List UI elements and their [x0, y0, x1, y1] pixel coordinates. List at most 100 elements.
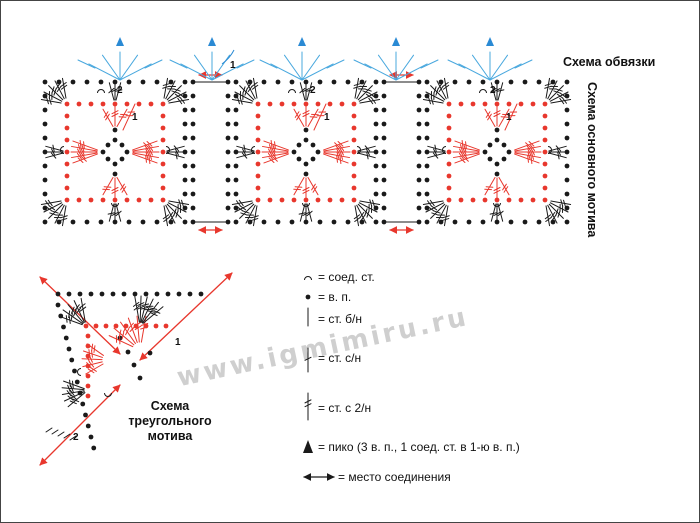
- stitch-bar: [559, 92, 566, 98]
- inner-chain-dot: [446, 113, 452, 119]
- stitch-bar: [462, 156, 469, 162]
- stitch-stem: [550, 200, 572, 206]
- stitch-bar: [53, 88, 57, 96]
- stitch-stem: [231, 98, 253, 104]
- outer-chain-dot: [233, 121, 239, 127]
- red-double-crochet: [81, 355, 103, 363]
- stitch-bar: [239, 97, 243, 105]
- outer-chain-dot: [154, 79, 160, 85]
- inner-chain-dot: [255, 197, 261, 203]
- outer-chain-dot: [564, 121, 570, 127]
- inner-chain-dot: [124, 101, 130, 107]
- red-double-crochet: [111, 105, 119, 127]
- stitch-stem: [167, 202, 187, 213]
- stitch-stem: [166, 203, 182, 219]
- stitch-bar: [46, 206, 53, 212]
- link-chain-dot: [381, 121, 387, 127]
- stitch-bar: [544, 214, 552, 220]
- black-double-crochet: [442, 77, 450, 99]
- row-number-2: 2: [490, 85, 496, 96]
- stitch-bar: [359, 211, 365, 219]
- outer-chain-dot: [88, 434, 94, 440]
- stitch-bar: [48, 205, 56, 211]
- black-double-crochet: [422, 96, 444, 105]
- black-double-crochet: [245, 80, 256, 100]
- black-double-crochet: [231, 199, 253, 207]
- border-stitch: [353, 59, 372, 69]
- outer-chain-dot: [42, 107, 48, 113]
- stitch-bar: [241, 152, 248, 159]
- black-double-crochet: [544, 205, 552, 227]
- inner-chain-dot: [255, 149, 261, 155]
- stitch-bar: [242, 148, 247, 156]
- stitch-bar: [272, 144, 276, 153]
- black-double-crochet: [167, 91, 187, 102]
- stitch-bar: [121, 331, 125, 340]
- outer-chain-dot: [424, 205, 430, 211]
- stitch-stem: [62, 309, 84, 325]
- stitch-bar: [153, 310, 161, 314]
- stitch-bar: [553, 90, 561, 94]
- row-number-1: 1: [506, 112, 512, 123]
- outer-chain-dot: [70, 79, 76, 85]
- stitch-bar: [364, 88, 372, 92]
- center-chain-dot: [494, 161, 500, 167]
- stitch-bar: [360, 214, 366, 221]
- black-double-crochet: [430, 85, 446, 101]
- red-double-crochet: [493, 177, 501, 199]
- link-chain-dot: [381, 135, 387, 141]
- stitch-bar: [530, 148, 535, 156]
- stitch-bar: [544, 85, 552, 89]
- black-double-crochet: [59, 205, 68, 227]
- black-double-crochet: [40, 199, 62, 207]
- red-double-crochet: [498, 108, 510, 128]
- red-double-crochet: [454, 139, 480, 151]
- stitch-bar: [140, 322, 149, 326]
- stitch-bar: [150, 312, 158, 317]
- outer-chain-dot: [98, 79, 104, 85]
- stitch-stem: [490, 203, 497, 222]
- stitch-stem: [85, 363, 104, 375]
- outer-chain-dot: [182, 177, 188, 183]
- inner-chain-dot: [160, 185, 166, 191]
- stitch-bar: [171, 90, 179, 94]
- inner-chain-dot: [351, 197, 357, 203]
- black-single-crochet: [357, 151, 376, 160]
- inner-chain-dot: [327, 101, 333, 107]
- stitch-stem: [82, 350, 103, 358]
- inner-chain-dot: [446, 137, 452, 143]
- slip-stitch-icon: [111, 202, 119, 207]
- main-motif-title: Схема основного мотива: [585, 82, 599, 238]
- stitch-stem: [293, 176, 305, 196]
- stitch-bar: [140, 326, 148, 330]
- inner-chain-dot: [470, 197, 476, 203]
- stitch-stem: [354, 205, 360, 227]
- stitch-stem: [549, 202, 569, 213]
- row-start-stitch: [504, 103, 518, 131]
- black-double-crochet: [356, 80, 367, 100]
- border-stitch: [471, 54, 491, 81]
- border-stitch: [395, 54, 415, 81]
- outer-chain-dot: [55, 291, 61, 297]
- row-number-2: 2: [310, 85, 316, 96]
- outer-chain-dot: [564, 177, 570, 183]
- stitch-bar: [339, 148, 344, 156]
- outer-chain-dot: [42, 121, 48, 127]
- stitch-stem: [167, 91, 187, 102]
- stitch-stem: [356, 80, 367, 100]
- black-double-crochet: [550, 97, 572, 105]
- stitch-bar: [80, 156, 87, 162]
- stitch-stem: [48, 203, 64, 219]
- black-double-crochet: [67, 392, 86, 408]
- outer-chain-dot: [182, 191, 188, 197]
- border-picot-fan: [259, 37, 345, 81]
- legend-double-crochet-text: = ст. с/н: [318, 351, 361, 365]
- stitch-bar: [237, 96, 240, 105]
- legend-chain-icon: [305, 294, 311, 300]
- outer-chain-dot: [182, 79, 188, 85]
- stitch-bar: [237, 206, 244, 212]
- stitch-bar: [302, 187, 310, 191]
- stitch-stem: [115, 82, 122, 101]
- red-double-crochet: [102, 108, 114, 128]
